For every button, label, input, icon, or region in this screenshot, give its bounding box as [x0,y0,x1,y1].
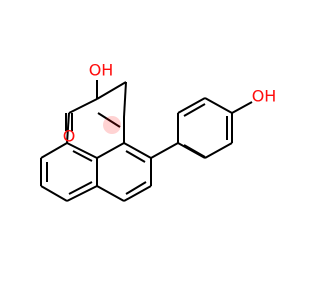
bond-c8-c7 [40,185,68,202]
bond-ph1-ph2-inner [183,144,206,158]
bond-c4-c3a-inner [125,150,146,163]
bond-ph2-ph3 [204,142,233,159]
bond-c9a-c9b-inner [72,150,93,162]
bond-c9a-c9 [40,142,68,159]
bond-ph5-ph6-inner [183,103,206,117]
ring-oh-label: OH [89,61,114,80]
bond-c1-c1top [68,98,98,114]
bond-c3a-c9b [96,142,125,159]
enol-carbon-highlight [103,116,121,134]
atom-highlights [103,116,121,134]
bond-c6-c5-inner [125,181,147,195]
bond-lines [40,80,253,202]
bond-c2-c3 [123,81,127,118]
carbonyl-o-label: O [63,127,76,146]
bond-c9b-c9a [66,142,98,159]
bond-phenol-oh [231,101,253,114]
bond-c7-c6a [66,185,98,202]
phenol-oh-label: OH [252,87,277,106]
bond-ph5-ph6 [177,97,206,114]
bond-c9a-c1 [66,112,70,144]
bond-c4-c3a [123,142,152,159]
molecule-structure-diagram: OH O OH [40,61,277,202]
atom-labels: OH O OH [63,61,277,146]
bond-c7-c6a-inner [68,181,93,195]
bond-c2-c3-double [97,112,121,128]
bond-c1-c2 [96,81,127,100]
bond-c6a-c6 [96,185,125,202]
bond-c6-c5 [123,185,152,202]
bond-ph4-ph5 [204,97,233,114]
bond-c4-phenyl [150,142,179,159]
